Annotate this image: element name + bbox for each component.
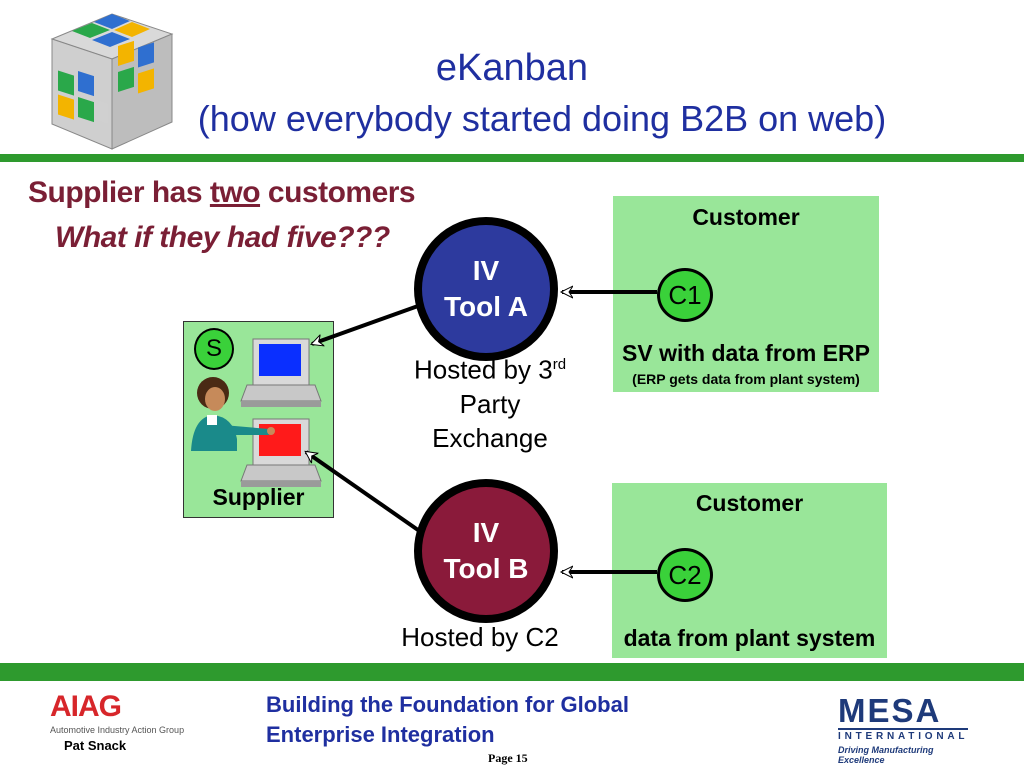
customer-a-line1: SV with data from ERP <box>622 340 870 366</box>
aiag-logo: AIAG Automotive Industry Action Group <box>50 690 185 736</box>
tool-b-circle: IV Tool B <box>414 479 558 623</box>
question-line-1: Supplier has two customers <box>28 176 416 209</box>
tool-a-line2: Tool A <box>444 291 528 322</box>
slide-title: eKanban <box>435 47 589 89</box>
header-divider <box>0 154 1024 162</box>
s-badge: S <box>194 328 234 370</box>
customer-a-line2: (ERP gets data from plant system) <box>632 371 860 387</box>
tool-b-line2: Tool B <box>443 553 529 584</box>
question-line-2: What if they had five??? <box>55 221 390 254</box>
person-icon <box>191 377 275 451</box>
c2-badge: C2 <box>657 548 713 602</box>
rubiks-cube-logo <box>50 13 174 150</box>
slide-subtitle: (how everybody started doing B2B on web) <box>197 98 887 139</box>
footer-divider <box>0 663 1024 681</box>
supplier-illustration <box>191 338 322 487</box>
c1-badge: C1 <box>657 268 713 322</box>
mesa-logo: MESA INTERNATIONAL Driving Manufacturing… <box>838 692 969 765</box>
supplier-label: Supplier <box>212 484 305 510</box>
tool-a-circle: IV Tool A <box>414 217 558 361</box>
customer-b-title: Customer <box>695 490 804 516</box>
page-number: Page 15 <box>488 751 528 765</box>
customer-b-line1: data from plant system <box>623 625 876 651</box>
customer-a-title: Customer <box>692 204 800 230</box>
host-b-text: Hosted by C2 <box>401 622 559 652</box>
arrow-tool-b-to-supplier <box>306 450 420 532</box>
arrow-tool-a-to-supplier <box>312 304 419 344</box>
presenter-name: Pat Snack <box>64 738 127 753</box>
footer-tagline: Building the Foundation for Global Enter… <box>266 692 629 747</box>
computer-icon <box>240 338 322 407</box>
tool-a-line1: IV <box>472 255 500 286</box>
host-a-text: Hosted by 3rd Party Exchange <box>413 354 567 453</box>
tool-b-line1: IV <box>472 517 500 548</box>
